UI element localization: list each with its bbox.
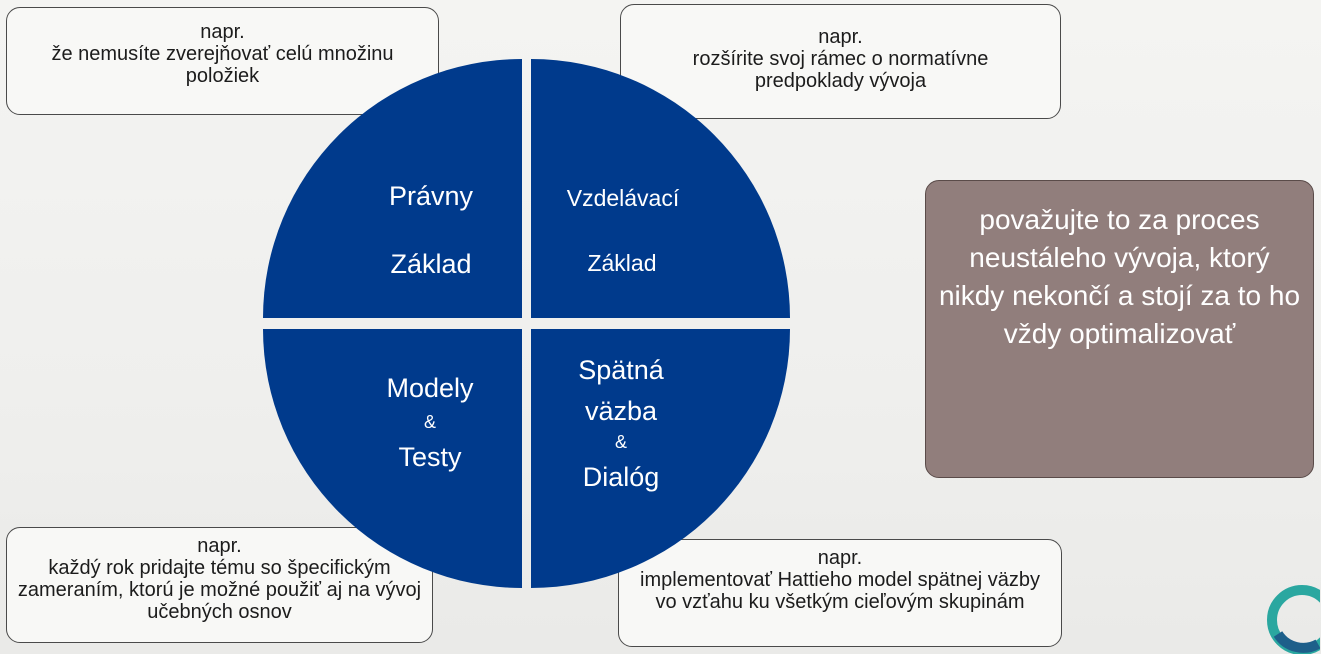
note-text: rozšírite svoj rámec o normatívne predpo… [692,48,989,92]
quadrant-label-feedback-amp: & [615,432,627,452]
quadrant-label-models-2: Testy [398,442,462,472]
note-bottom-left: napr. každý rok pridajte tému so špecifi… [6,527,433,643]
note-text: implementovať Hattieho model spätnej väz… [640,569,1040,613]
note-lead: napr. [200,21,245,43]
note-top-left: napr. že nemusíte zverejňovať celú množi… [6,7,439,115]
note-lead: napr. [197,535,242,557]
quadrant-label-feedback-2: väzba [585,396,658,426]
quadrant-label-models-1: Modely [386,373,474,403]
quadrant-bottom-left [263,329,522,588]
quadrant-label-models-amp: & [424,412,436,432]
note-lead: napr. [817,547,863,569]
quadrant-top-left [263,59,522,318]
quadrant-label-legal-1: Právny [389,181,474,211]
continuous-process-box: považujte to za proces neustáleho vývoja… [925,180,1314,478]
quadrant-label-legal-2: Základ [390,249,471,279]
quadrant-label-feedback-1: Spätná [578,355,665,385]
note-lead: napr. [818,26,863,48]
note-text: každý rok pridajte tému so špecifickým z… [17,557,422,623]
quadrant-bottom-right [531,329,790,588]
note-top-right: napr. rozšírite svoj rámec o normatívne … [620,4,1061,119]
note-bottom-right: napr. implementovať Hattieho model spätn… [618,539,1062,647]
quadrant-label-feedback-3: Dialóg [583,462,660,492]
logo-icon [1258,574,1320,654]
note-text: že nemusíte zverejňovať celú množinu pol… [51,43,394,87]
quadrant-top-right [531,59,790,318]
continuous-process-text: považujte to za proces neustáleho vývoja… [938,204,1301,349]
quadrant-label-education-2: Základ [587,250,656,276]
quadrant-label-education-1: Vzdelávací [567,185,680,211]
